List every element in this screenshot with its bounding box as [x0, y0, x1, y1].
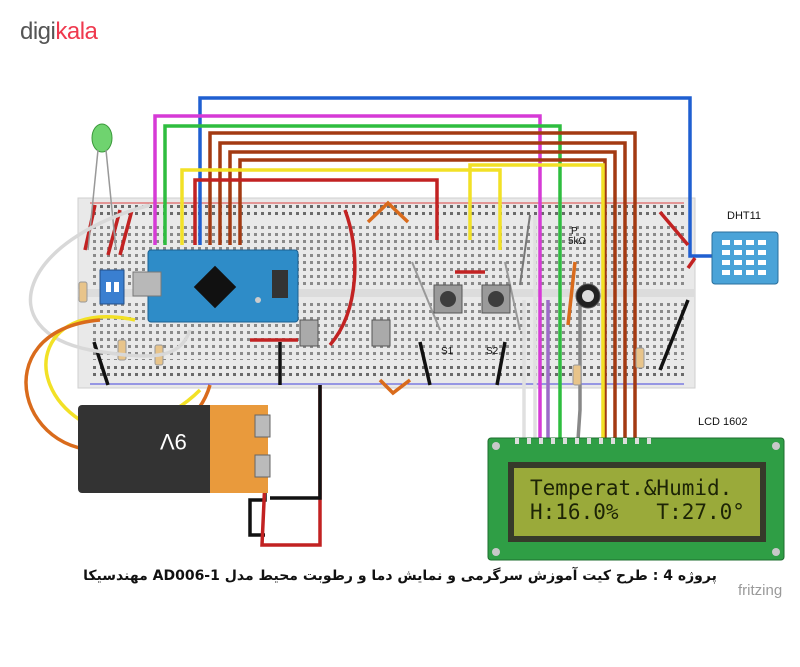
battery-label: 9V — [160, 429, 187, 454]
lcd-1602 — [487, 437, 785, 561]
fritzing-watermark: fritzing — [738, 582, 783, 599]
dip-switch — [99, 269, 125, 305]
transistor-left — [299, 319, 391, 347]
project-caption: پروژه 4 : طرح کیت آموزش سرگرمی و نمایش د… — [83, 568, 717, 584]
lcd-line-2: H:16.0% T:27.0° — [530, 500, 745, 524]
s1-label: S1 — [441, 346, 454, 357]
potentiometer — [575, 283, 601, 309]
arduino-nano — [132, 249, 299, 323]
pot-value-label: 5kΩ — [568, 236, 587, 247]
lcd-line-1: Temperat.&Humid. — [530, 476, 733, 500]
brand-part2: kala — [55, 18, 98, 45]
green-led — [87, 123, 117, 251]
dht11-label: DHT11 — [727, 210, 762, 222]
pushbutton-s1 — [433, 284, 463, 314]
battery-9v — [78, 405, 271, 493]
battery-wires — [24, 203, 322, 547]
signal-wires — [153, 96, 712, 441]
resistors — [78, 281, 645, 386]
brand-logo: digikala — [20, 18, 98, 46]
pushbutton-s2 — [481, 284, 511, 314]
brand-part1: digi — [20, 18, 56, 45]
s2-label: S2 — [486, 346, 499, 357]
pot-p-label: P — [571, 226, 578, 237]
lcd-label: LCD 1602 — [698, 416, 748, 428]
dht11-sensor — [711, 231, 779, 285]
